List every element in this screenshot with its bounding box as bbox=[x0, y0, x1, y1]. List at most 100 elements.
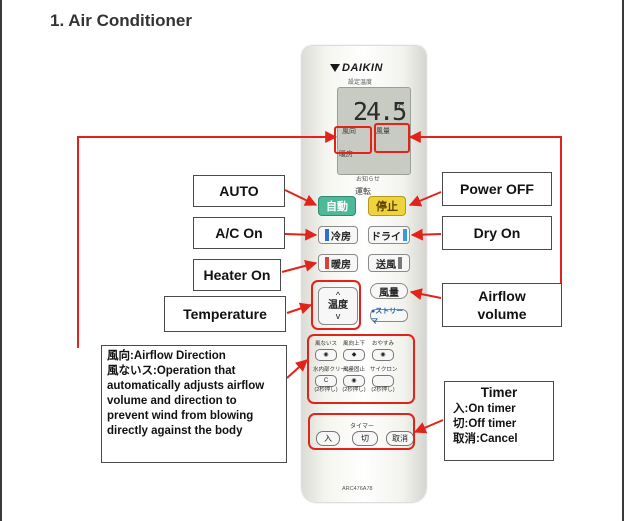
dry-button-label: ドライ bbox=[371, 231, 401, 243]
function-label: 風量固止 bbox=[342, 367, 365, 373]
timer-off-en: :Off timer bbox=[464, 418, 517, 430]
streamer-button[interactable]: ●ストリーマ bbox=[370, 308, 408, 325]
dry-on-arrow bbox=[410, 228, 442, 241]
auto-button[interactable]: 自動 bbox=[318, 196, 356, 216]
fan-button-label: 送風 bbox=[376, 259, 396, 271]
temperature-button-label: 温度 bbox=[328, 300, 348, 311]
timer-cancel-en: :Cancel bbox=[476, 433, 518, 445]
auto-arrow bbox=[284, 189, 318, 206]
no-wind-row: 風ないス:Operation that automatically adjust… bbox=[107, 364, 281, 439]
timer-caption: タイマー bbox=[350, 424, 375, 430]
temperature-callout: Temperature bbox=[164, 296, 286, 332]
timer-cancel-row: 取消:Cancel bbox=[453, 432, 545, 447]
timer-off-button[interactable]: 切 bbox=[352, 431, 378, 446]
lcd-mode-label: 暖房 bbox=[339, 151, 353, 158]
temperature-highlight bbox=[311, 280, 361, 330]
fan-button[interactable]: 送風 bbox=[368, 254, 410, 272]
airflow-direction-row: 風向:Airflow Direction bbox=[107, 349, 281, 364]
heat-strip-icon bbox=[325, 257, 329, 269]
dry-button[interactable]: ドライ bbox=[368, 226, 410, 244]
brand-logo: DAIKIN bbox=[330, 62, 383, 74]
timer-on-en: :On timer bbox=[464, 403, 516, 415]
lcd-direction-highlight bbox=[334, 126, 372, 154]
direction-connector bbox=[77, 131, 338, 348]
timer-cancel-jp: 取消 bbox=[453, 433, 476, 445]
function-label: 水内部クリーン bbox=[313, 367, 352, 373]
function-button-group[interactable]: サイクロン (2秒押し) bbox=[370, 367, 398, 394]
brand-name: DAIKIN bbox=[342, 62, 383, 74]
cool-strip-icon bbox=[325, 229, 329, 241]
timer-off-row: 切:Off timer bbox=[453, 417, 545, 432]
stop-button[interactable]: 停止 bbox=[368, 196, 406, 216]
left-border bbox=[0, 0, 2, 521]
airflow-volume-button[interactable]: 風量 bbox=[370, 283, 408, 299]
airflow-volume-arrow bbox=[409, 288, 442, 301]
function-button[interactable]: ◆ bbox=[343, 349, 365, 361]
airflow-direction-jp: 風向 bbox=[107, 350, 130, 362]
power-off-arrow bbox=[408, 191, 442, 207]
function-button[interactable]: ◉ bbox=[343, 375, 365, 387]
function-button-group[interactable]: 風量固止 ◉ (2秒押し) bbox=[341, 367, 367, 394]
fan-strip-icon bbox=[398, 257, 402, 269]
cool-button[interactable]: 冷房 bbox=[318, 226, 358, 244]
function-button-group[interactable]: 水内部クリーン C (2秒押し) bbox=[313, 367, 352, 394]
lcd-temperature: 24.5 bbox=[353, 97, 407, 126]
function-button[interactable]: ◉ bbox=[372, 349, 394, 361]
timer-title: Timer bbox=[480, 385, 518, 400]
function-arrow bbox=[286, 359, 308, 379]
lcd-airflow-label: 風量 bbox=[376, 128, 390, 135]
lcd-airflow-highlight bbox=[374, 123, 410, 153]
heater-on-arrow bbox=[281, 259, 318, 273]
airflow-connector bbox=[408, 131, 562, 295]
remote-subtitle: 設定温度 bbox=[348, 80, 373, 86]
airflow-direction-en: :Airflow Direction bbox=[130, 350, 226, 362]
heat-button-label: 暖房 bbox=[331, 259, 351, 271]
ac-on-callout: A/C On bbox=[193, 217, 285, 249]
no-wind-jp: 風ないス bbox=[107, 365, 153, 377]
auto-callout: AUTO bbox=[193, 175, 285, 207]
function-label: サイクロン bbox=[370, 367, 398, 373]
lcd-bottom-label: お知らせ bbox=[356, 177, 380, 183]
function-grid-highlight bbox=[307, 334, 415, 404]
function-sublabel: (2秒押し) bbox=[342, 387, 366, 393]
dry-on-callout: Dry On bbox=[442, 216, 552, 250]
lcd-airflow-direction-label: 風向 bbox=[342, 128, 356, 135]
function-sublabel: (2秒押し) bbox=[314, 387, 338, 393]
daikin-logo-icon bbox=[330, 64, 340, 72]
function-button-group[interactable]: 風ないス ◉ bbox=[313, 341, 339, 361]
function-sublabel: (2秒押し) bbox=[371, 387, 395, 393]
ac-on-arrow bbox=[284, 228, 318, 241]
chevron-up-icon[interactable]: ^ bbox=[335, 290, 341, 300]
function-button[interactable]: C bbox=[315, 375, 337, 387]
page-heading: 1. Air Conditioner bbox=[50, 11, 192, 30]
airflow-volume-callout: Airflow volume bbox=[442, 283, 562, 327]
function-button[interactable]: ◉ bbox=[315, 349, 337, 361]
cool-button-label: 冷房 bbox=[331, 231, 351, 243]
timer-cancel-button[interactable]: 取消 bbox=[386, 431, 414, 446]
function-button[interactable] bbox=[372, 375, 394, 387]
function-label: 風向上下 bbox=[342, 341, 365, 347]
timer-description-box: Timer 入:On timer 切:Off timer 取消:Cancel bbox=[444, 381, 554, 461]
right-border bbox=[622, 0, 624, 521]
dry-strip-icon bbox=[403, 229, 407, 241]
timer-arrow bbox=[413, 419, 444, 434]
airflow-callout-line2: volume bbox=[477, 306, 527, 322]
heat-button[interactable]: 暖房 bbox=[318, 254, 358, 272]
function-button-group[interactable]: おやすみ ◉ bbox=[370, 341, 396, 361]
lcd-unit: °C bbox=[395, 103, 404, 112]
timer-off-jp: 切 bbox=[453, 418, 465, 430]
no-wind-en: :Operation that automatically adjusts ai… bbox=[107, 365, 265, 437]
function-label: おやすみ bbox=[371, 341, 394, 347]
function-label: 風ないス bbox=[314, 341, 337, 347]
timer-highlight bbox=[308, 413, 415, 450]
model-number: ARC476A78 bbox=[342, 486, 373, 492]
airflow-callout-line1: Airflow bbox=[478, 288, 526, 304]
chevron-down-icon[interactable]: v bbox=[335, 311, 341, 321]
heater-on-callout: Heater On bbox=[193, 259, 281, 291]
timer-on-button[interactable]: 入 bbox=[316, 431, 340, 446]
temperature-button[interactable]: ^ 温度 v bbox=[318, 287, 358, 325]
airflow-description-box: 風向:Airflow Direction 風ないス:Operation that… bbox=[101, 345, 287, 463]
function-button-group[interactable]: 風向上下 ◆ bbox=[341, 341, 367, 361]
